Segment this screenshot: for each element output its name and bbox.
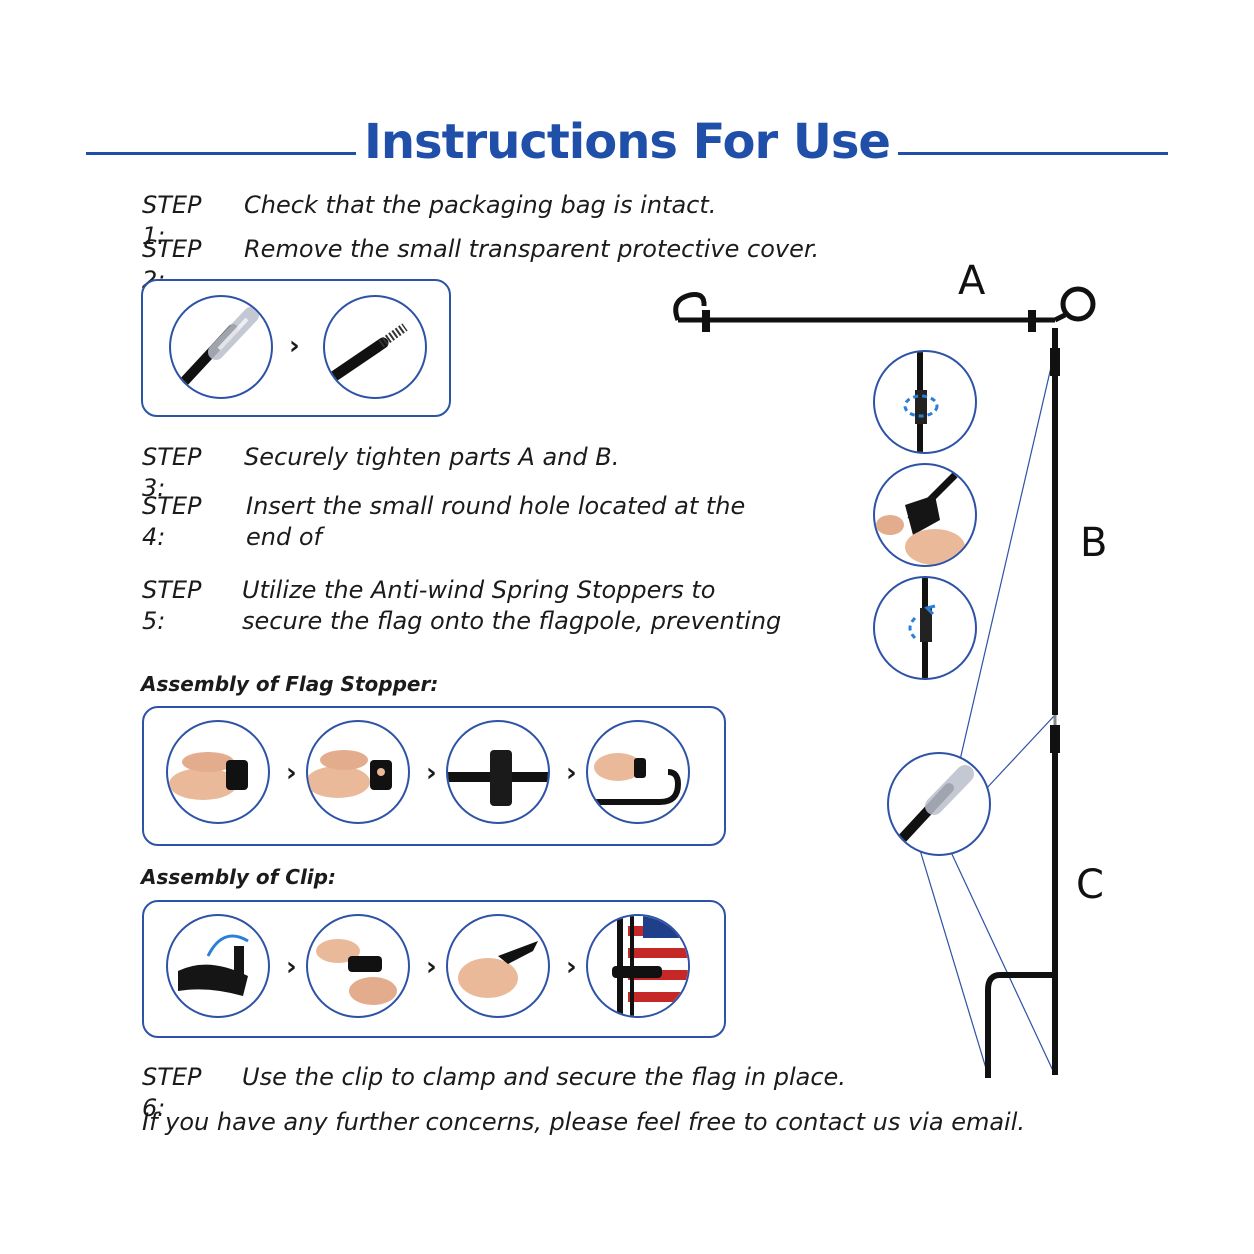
step-text: Securely tighten parts A and B. xyxy=(244,443,620,471)
step-label: STEP 4: xyxy=(142,492,202,551)
footer-note: If you have any further concerns, please… xyxy=(142,1108,1026,1136)
guide-line xyxy=(949,849,1056,1076)
chevron-right-icon: › xyxy=(566,952,577,982)
step-label: STEP 5: xyxy=(142,576,202,635)
part-label-b: B xyxy=(1080,520,1108,566)
clip-step-1 xyxy=(166,914,270,1018)
tighten-detail-3 xyxy=(873,576,977,680)
step-text: Insert the small round hole located at t… xyxy=(246,492,746,520)
step-text: Check that the packaging bag is intact. xyxy=(244,191,717,219)
step-text-cont: secure the flag onto the flagpole, preve… xyxy=(242,607,782,635)
stopper-panel: › › › xyxy=(142,706,726,846)
step-label: STEP 3: xyxy=(142,443,202,502)
guide-line xyxy=(919,849,989,1076)
step-text: Use the clip to clamp and secure the fla… xyxy=(242,1063,846,1091)
clip-step-3 xyxy=(446,914,550,1018)
step-text: Utilize the Anti-wind Spring Stoppers to xyxy=(242,576,716,604)
chevron-right-icon: › xyxy=(286,952,297,982)
part-label-a: A xyxy=(958,258,986,304)
pole-end-covered xyxy=(169,295,273,399)
step-text: Remove the small transparent protective … xyxy=(244,235,820,263)
chevron-right-icon: › xyxy=(426,758,437,788)
clip-step-2 xyxy=(306,914,410,1018)
stopper-heading: Assembly of Flag Stopper: xyxy=(141,672,439,696)
cover-detail xyxy=(887,752,991,856)
clip-panel: › › › xyxy=(142,900,726,1038)
chevron-right-icon: › xyxy=(426,952,437,982)
page-title: Instructions For Use xyxy=(364,114,891,170)
guide-line xyxy=(984,714,1056,791)
stopper-step-3 xyxy=(446,720,550,824)
pole-end-threaded xyxy=(323,295,427,399)
stopper-step-4 xyxy=(586,720,690,824)
stopper-step-2 xyxy=(306,720,410,824)
stopper-step-1 xyxy=(166,720,270,824)
step-label: STEP 1: xyxy=(142,191,202,250)
flagpole-diagram xyxy=(673,286,1096,1078)
tighten-detail-1 xyxy=(873,350,977,454)
chevron-right-icon: › xyxy=(286,758,297,788)
title-rule-left xyxy=(86,152,356,155)
guide-line xyxy=(959,349,1056,761)
title-rule-right xyxy=(898,152,1168,155)
step-text-cont: end of xyxy=(246,523,322,551)
step-label: STEP 6: xyxy=(142,1063,202,1122)
chevron-right-icon: › xyxy=(289,331,300,361)
cover-removal-panel: › xyxy=(141,279,451,417)
tighten-detail-2 xyxy=(873,463,977,567)
clip-heading: Assembly of Clip: xyxy=(141,865,336,889)
chevron-right-icon: › xyxy=(566,758,577,788)
part-label-c: C xyxy=(1076,862,1104,908)
